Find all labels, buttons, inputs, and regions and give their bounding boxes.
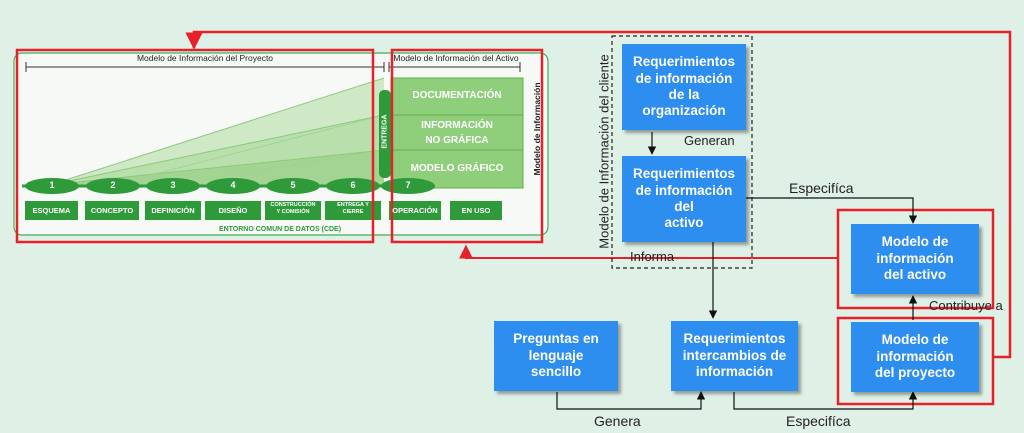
stage-number: 5 bbox=[290, 180, 296, 190]
generan-label: Generan bbox=[684, 133, 735, 148]
asset-requirements-box: Requerimientos de información del activo bbox=[622, 156, 746, 242]
stage-label: OPERACIÓN bbox=[392, 206, 438, 215]
stage-number: 2 bbox=[110, 180, 116, 190]
stage-label: ESQUEMA bbox=[32, 206, 71, 215]
arrow-genera bbox=[556, 391, 706, 410]
stage-box-1 bbox=[25, 201, 78, 220]
stage-marker-4 bbox=[206, 178, 260, 194]
stage-marker-7 bbox=[381, 178, 435, 194]
informa-label: Informa bbox=[630, 249, 675, 264]
stage-label: EN USO bbox=[461, 206, 491, 215]
stage-box-8 bbox=[450, 201, 502, 220]
stage-number: 1 bbox=[49, 180, 55, 190]
red-highlight-project-model bbox=[836, 316, 995, 406]
entrega-band bbox=[379, 90, 391, 178]
stage-number: 7 bbox=[405, 180, 411, 190]
stage-marker-2 bbox=[86, 178, 140, 194]
stage-label: DEFINICIÓN bbox=[151, 206, 195, 215]
contribuye-label: Contribuye a bbox=[929, 298, 1003, 313]
layer-no-grafica bbox=[390, 114, 524, 151]
stage-box-4 bbox=[205, 201, 261, 220]
genera-label: Genera bbox=[594, 413, 641, 429]
especifica-top-label: Especifíca bbox=[789, 180, 854, 196]
stage-box-3 bbox=[145, 201, 201, 220]
red-connector-asset bbox=[459, 244, 838, 259]
plain-questions-box: Preguntas en lenguaje sencillo bbox=[494, 321, 618, 391]
red-highlight-project bbox=[15, 48, 375, 244]
org-requirements-box: Requerimientos de información de la orga… bbox=[622, 44, 746, 130]
stage-box-5 bbox=[265, 201, 321, 220]
stage-number: 3 bbox=[170, 180, 176, 190]
layer-no-grafica-label: INFORMACIÓN NO GRÁFICA bbox=[421, 120, 493, 146]
red-connector-project bbox=[185, 30, 1012, 359]
client-model-frame bbox=[611, 35, 753, 269]
stage-number: 4 bbox=[230, 180, 236, 190]
stage-marker-6 bbox=[326, 178, 380, 194]
project-information-model-box: Modelo de información del proyecto bbox=[851, 322, 979, 392]
arrow-especifica-bottom bbox=[733, 391, 918, 410]
red-highlight-asset bbox=[390, 48, 544, 244]
project-model-title: Modelo de Información del Proyecto bbox=[136, 53, 274, 63]
stage-box-7 bbox=[389, 201, 441, 220]
layer-documentacion bbox=[390, 77, 524, 116]
stage-marker-5 bbox=[266, 178, 320, 194]
stage-box-6 bbox=[325, 201, 381, 220]
stage-label: CONCEPTO bbox=[90, 206, 134, 215]
asset-model-title: Modelo de Información del Activo bbox=[393, 53, 519, 63]
cde-label: ENTORNO COMUN DE DATOS (CDE) bbox=[218, 226, 342, 233]
information-model-vertical-label: Modelo de Información bbox=[532, 82, 542, 176]
entrega-label: ENTREGA bbox=[381, 114, 389, 149]
stage-label: DISEÑO bbox=[218, 206, 248, 215]
stage-label: ENTREGA Y CIERRE bbox=[337, 202, 369, 215]
layer-modelo-grafico-label: MODELO GRÁFICO bbox=[410, 163, 504, 174]
asset-information-model-box: Modelo de información del activo bbox=[851, 224, 979, 294]
stage-marker-1 bbox=[25, 178, 79, 194]
stage-label: CONSTRUCCIÓN Y COMISIÓN bbox=[270, 202, 316, 215]
stage-marker-3 bbox=[146, 178, 200, 194]
client-model-vertical-label: Modelo de Información del cliente bbox=[596, 54, 612, 249]
stage-box-2 bbox=[85, 201, 139, 220]
arrow-especifica-top bbox=[745, 197, 918, 224]
especifica-bottom-label: Especifíca bbox=[786, 413, 851, 429]
exchange-requirements-box: Requerimientos intercambios de informaci… bbox=[671, 321, 798, 391]
layer-documentacion-label: DOCUMENTACIÓN bbox=[412, 90, 502, 101]
stage-number: 6 bbox=[350, 180, 356, 190]
